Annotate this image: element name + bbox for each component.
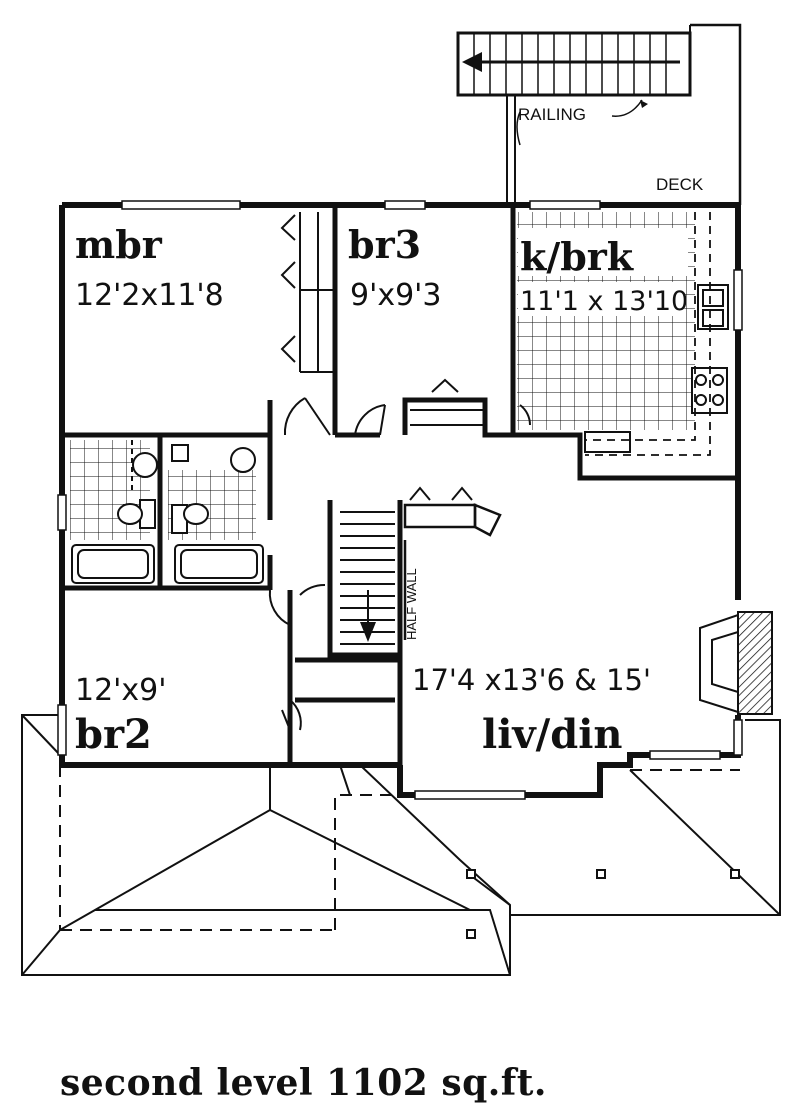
plan-caption: second level 1102 sq.ft. [60,1062,547,1104]
room-name-kbrk: k/brk [520,234,634,279]
half-wall-label: HALF WALL [404,568,419,640]
exterior-stair [456,31,692,97]
kitchen-fixtures [584,284,729,453]
stair-down-arrow [360,622,376,642]
railing-label: RAILING [518,105,586,124]
roof-outline [21,714,781,976]
floor-plan: RAILING DECK [21,23,781,976]
mbr-closet [280,212,335,373]
roof-dashed-wall [59,765,740,931]
doors [268,397,531,731]
room-dims-mbr: 12'2x11'8 [75,278,224,313]
windows [57,200,743,800]
fireplace [699,611,773,715]
interior-stair [340,511,395,645]
room-name-br3: br3 [348,222,421,267]
railing-callout [516,99,648,146]
room-dims-br3: 9'x9'3 [350,278,442,313]
roof-posts [466,869,740,939]
room-name-mbr: mbr [75,222,163,267]
landing-half-wall [403,503,502,640]
br3-closet [410,378,485,426]
deck [506,23,742,205]
room-dims-br2: 12'x9' [75,673,167,708]
bath-fixtures [71,440,264,584]
room-name-livdin: liv/din [482,711,623,758]
room-name-br2: br2 [75,711,152,758]
interior-walls [62,205,738,765]
kitchen-counter-dashes [585,212,711,456]
deck-label: DECK [656,175,704,194]
room-dims-livdin: 17'4 x13'6 & 15' [412,663,651,697]
room-dims-kbrk: 11'1 x 13'10 [520,286,688,317]
